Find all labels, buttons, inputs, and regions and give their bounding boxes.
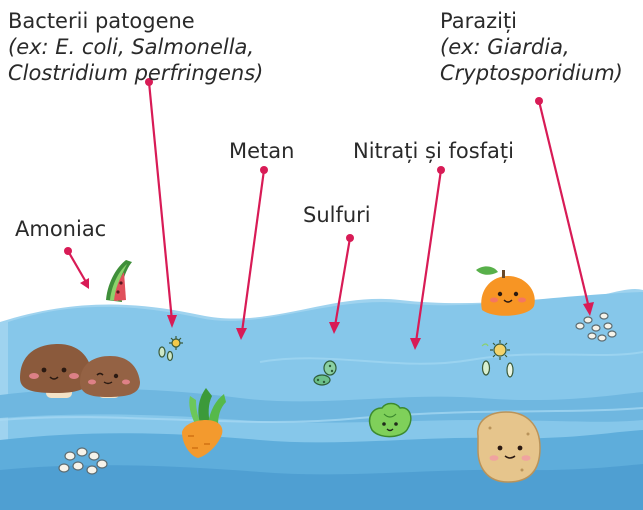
label-metan: Metan <box>229 138 294 164</box>
label-bacterii-examples-2: Clostridium perfringens) <box>8 60 263 86</box>
label-paraziti-examples-1: (ex: Giardia, <box>440 34 623 60</box>
label-bacterii-title: Bacterii patogene <box>8 9 195 33</box>
label-paraziti: Paraziți (ex: Giardia, Cryptosporidium) <box>440 8 623 86</box>
label-paraziti-title: Paraziți <box>440 9 517 33</box>
water <box>0 289 643 510</box>
watermelon-rind-icon <box>106 260 132 302</box>
pointer-paraziti <box>535 97 594 316</box>
label-paraziti-examples-2: Cryptosporidium) <box>440 60 623 86</box>
label-bacterii-patogene: Bacterii patogene (ex: E. coli, Salmonel… <box>8 8 263 86</box>
label-sulfuri: Sulfuri <box>303 202 371 228</box>
label-nitrati-fosfati: Nitrați și fosfați <box>353 138 514 164</box>
pointer-amoniac <box>64 247 89 289</box>
label-bacterii-examples-1: (ex: E. coli, Salmonella, <box>8 34 263 60</box>
pointer-bacterii <box>145 78 177 328</box>
label-amoniac: Amoniac <box>15 216 106 242</box>
orange-icon <box>476 266 535 315</box>
potato-icon <box>478 412 540 482</box>
pointer-metan <box>236 166 268 340</box>
